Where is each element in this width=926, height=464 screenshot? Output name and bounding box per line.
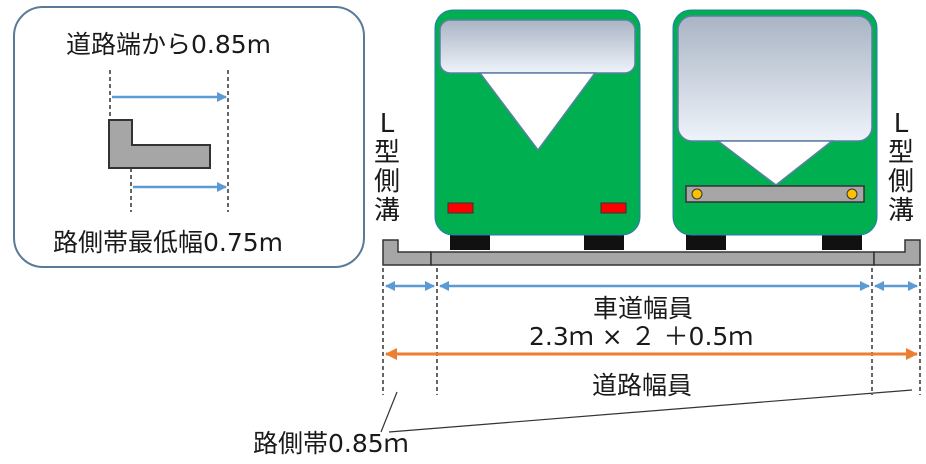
right-bus-headlight-left: [691, 188, 703, 200]
inset-top-label: 道路端から0.85m: [66, 30, 272, 59]
dimension-lines: [380, 268, 921, 433]
inset-bottom-label: 路側帯最低幅0.75m: [53, 228, 284, 257]
road-width-label: 道路幅員: [592, 371, 693, 400]
road-structure: [382, 239, 921, 266]
carriageway-width-title: 車道幅員: [593, 294, 694, 323]
inset-diagram: [108, 70, 229, 212]
shoulder-leader-left: [380, 391, 398, 433]
left-bus-front-mark: [478, 72, 597, 152]
right-gutter-label: L 型 側 溝: [887, 109, 914, 226]
shoulder-width-label: 路側帯0.85ｍ: [253, 429, 409, 458]
left-bus-taillight-left: [447, 202, 474, 214]
left-bus: [434, 9, 641, 250]
left-bus-windshield: [439, 19, 636, 74]
right-l-gutter: [873, 239, 921, 266]
right-bus-front-mark: [715, 140, 835, 186]
right-bus-bumper: [685, 185, 865, 203]
right-bus-windshield: [677, 15, 873, 142]
carriageway-width-formula: 2.3ｍ × ２ ＋0.5ｍ: [529, 322, 754, 351]
right-bus-headlight-right: [846, 188, 858, 200]
left-l-gutter: [382, 239, 432, 266]
inset-panel: [13, 6, 365, 268]
right-bus: [672, 9, 878, 250]
left-gutter-label: L 型 側 溝: [373, 109, 400, 226]
shoulder-leader-right: [388, 389, 913, 433]
left-bus-taillight-right: [600, 202, 627, 214]
carriageway-slab: [430, 251, 875, 266]
inset-l-gutter-shape: [108, 119, 211, 169]
